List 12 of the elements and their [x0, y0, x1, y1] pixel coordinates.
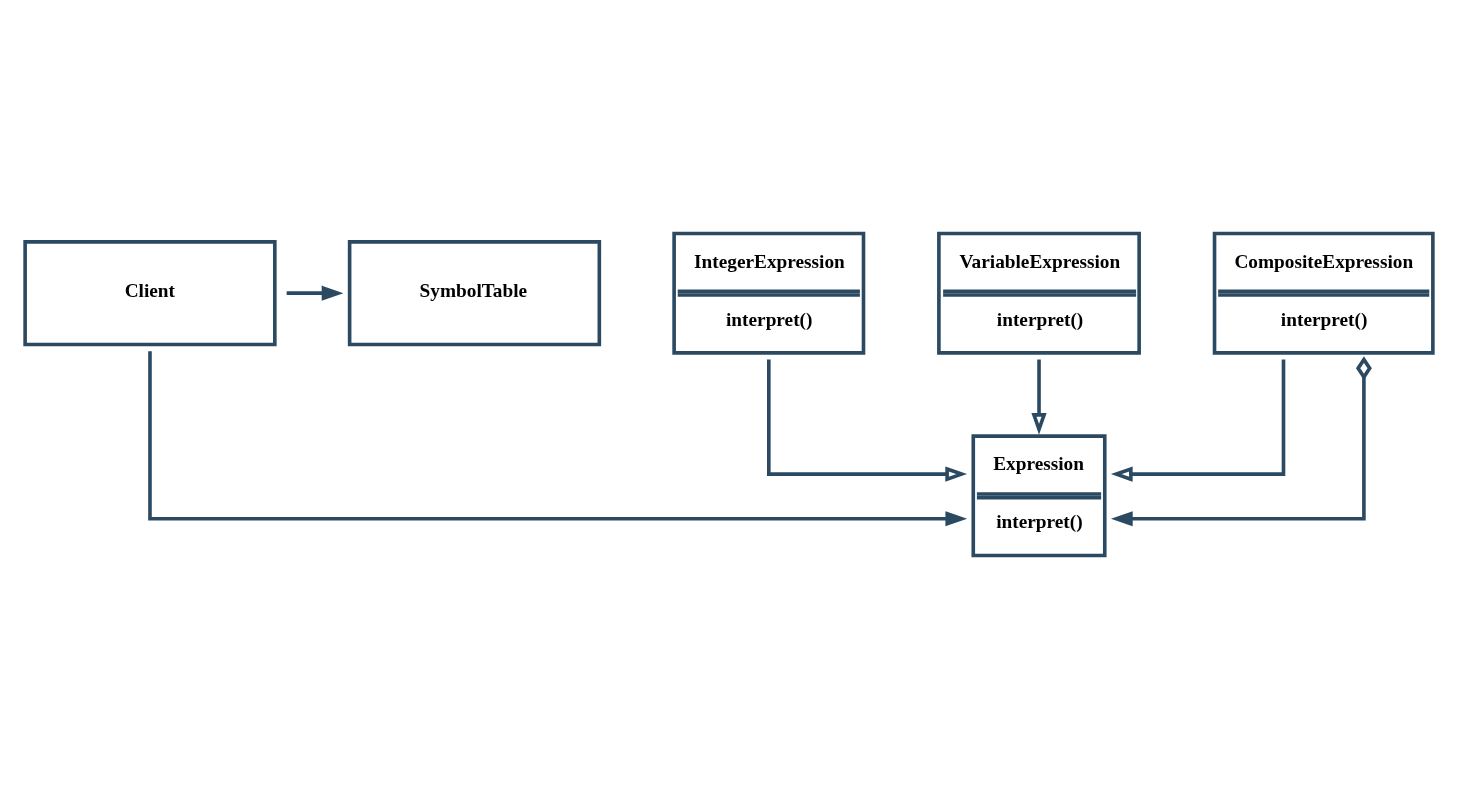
arrow — [1110, 356, 1372, 527]
arrow — [1110, 359, 1286, 482]
node-box: Client — [23, 240, 277, 347]
node-box: SymbolTable — [347, 240, 602, 347]
arrow — [286, 285, 344, 301]
node-box: Expression interpret() — [971, 434, 1107, 558]
node-box: CompositeExpression interpret() — [1212, 231, 1435, 355]
node-box: VariableExpression interpret() — [937, 231, 1141, 355]
arrow — [767, 359, 968, 482]
node-box: IntegerExpression interpret() — [672, 231, 866, 355]
arrow — [1031, 359, 1047, 435]
arrow — [148, 351, 968, 527]
